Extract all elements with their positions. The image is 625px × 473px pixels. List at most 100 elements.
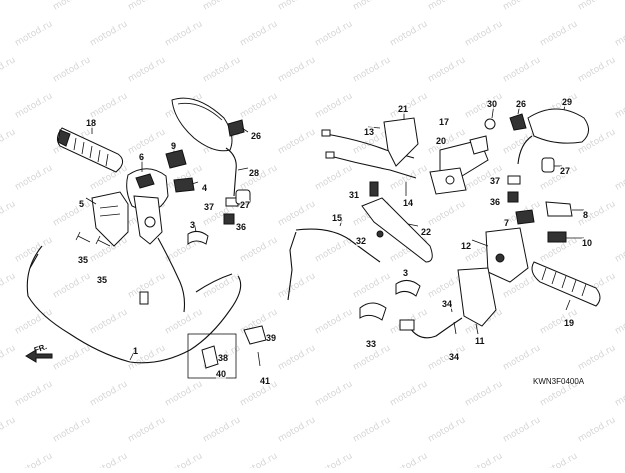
watermark-text: motod.ru [352, 55, 393, 84]
watermark-text: motod.ru [277, 199, 318, 228]
watermark-text: motod.ru [52, 415, 93, 444]
watermark-text: motod.ru [577, 343, 618, 372]
part-callout-28: 28 [249, 168, 259, 178]
watermark-text: motod.ru [464, 451, 505, 468]
watermark-text: motod.ru [14, 379, 55, 408]
watermark-text: motod.ru [314, 163, 355, 192]
connector-right-drawing [400, 320, 414, 330]
part-callout-19: 19 [564, 318, 574, 328]
switch-9-drawing [166, 150, 186, 168]
part-callout-10: 10 [582, 238, 592, 248]
watermark-text: motod.ru [389, 163, 430, 192]
watermark-text: motod.ru [314, 235, 355, 264]
watermark-text: motod.ru [52, 199, 93, 228]
part-callout-34: 34 [449, 352, 459, 362]
nut-37-right-drawing [508, 176, 520, 184]
watermark-text: motod.ru [0, 199, 17, 228]
watermark-text: motod.ru [202, 55, 243, 84]
watermark-text: motod.ru [0, 271, 17, 300]
watermark-text: motod.ru [0, 0, 17, 13]
watermark-text: motod.ru [14, 19, 55, 48]
watermark-text: motod.ru [127, 55, 168, 84]
part-callout-15: 15 [332, 213, 342, 223]
diagram-code: KWN3F0400A [533, 377, 584, 386]
watermark-text: motod.ru [127, 415, 168, 444]
part-callout-14: 14 [403, 198, 413, 208]
watermark-text: motod.ru [52, 55, 93, 84]
watermark-text: motod.ru [502, 343, 543, 372]
switch-7-drawing [516, 210, 534, 224]
watermark-text: motod.ru [427, 415, 468, 444]
watermark-text: motod.ru [0, 343, 17, 372]
part-callout-35: 35 [97, 275, 107, 285]
wire-14-end-drawing [326, 152, 334, 158]
right-switch-drawing [486, 228, 528, 282]
watermark-text: motod.ru [464, 91, 505, 120]
left-cover-drawing [92, 192, 128, 246]
part-callout-31: 31 [349, 190, 359, 200]
watermark-text: motod.ru [239, 19, 280, 48]
watermark-text: motod.ru [164, 451, 205, 468]
part-callout-33: 33 [366, 339, 376, 349]
part-callout-30: 30 [487, 99, 497, 109]
watermark-text: motod.ru [164, 379, 205, 408]
nut-36-right-drawing [508, 192, 518, 202]
part-callout-26: 26 [251, 131, 261, 141]
watermark-text: motod.ru [277, 343, 318, 372]
watermark-text: motod.ru [614, 451, 625, 468]
watermark-text: motod.ru [389, 451, 430, 468]
part-callout-27: 27 [560, 166, 570, 176]
watermark-text: motod.ru [614, 235, 625, 264]
watermark-text: motod.ru [52, 343, 93, 372]
watermark-text: motod.ru [352, 415, 393, 444]
watermark-text: motod.ru [464, 19, 505, 48]
watermark-text: motod.ru [239, 91, 280, 120]
watermark-text: motod.ru [89, 91, 130, 120]
part-callout-41: 41 [260, 376, 270, 386]
nut-36-left-drawing [224, 214, 234, 224]
switch-8-drawing [546, 202, 572, 216]
watermark-text: motod.ru [89, 307, 130, 336]
watermark-text: motod.ru [427, 55, 468, 84]
part-callout-32: 32 [356, 236, 366, 246]
watermark-text: motod.ru [427, 0, 468, 13]
part-callout-8: 8 [583, 210, 588, 220]
watermark-text: motod.ru [314, 91, 355, 120]
watermark-text: motod.ru [502, 415, 543, 444]
watermark-text: motod.ru [0, 55, 17, 84]
part-callout-29: 29 [562, 97, 572, 107]
watermark-text: motod.ru [89, 19, 130, 48]
watermark-text: motod.ru [389, 91, 430, 120]
watermark-text: motod.ru [52, 0, 93, 13]
watermark-text: motod.ru [127, 0, 168, 13]
part-callout-27: 27 [240, 200, 250, 210]
watermark-text: motod.ru [89, 451, 130, 468]
watermark-text: motod.ru [389, 379, 430, 408]
part-callout-6: 6 [139, 152, 144, 162]
bolt-35-a-drawing [76, 232, 90, 242]
watermark-text: motod.ru [314, 307, 355, 336]
part-callout-9: 9 [171, 141, 176, 151]
watermark-text: motod.ru [352, 271, 393, 300]
part-callout-20: 20 [436, 136, 446, 146]
switch-10-drawing [548, 232, 566, 242]
part-callout-37: 37 [490, 176, 500, 186]
part-callout-38: 38 [218, 353, 228, 363]
watermark-text: motod.ru [277, 415, 318, 444]
watermark-text: motod.ru [502, 0, 543, 13]
part-callout-5: 5 [79, 199, 84, 209]
watermark-text: motod.ru [577, 0, 618, 13]
watermark-text: motod.ru [427, 343, 468, 372]
watermark-text: motod.ru [277, 271, 318, 300]
bolt-31-drawing [370, 182, 378, 196]
watermark-text: motod.ru [202, 415, 243, 444]
watermark-text: motod.ru [239, 451, 280, 468]
right-switch-button-drawing [496, 254, 504, 262]
watermark-text: motod.ru [14, 307, 55, 336]
part-callout-39: 39 [266, 333, 276, 343]
part-30-drawing [485, 119, 495, 129]
connector-left-drawing [140, 292, 148, 304]
watermark-text: motod.ru [202, 0, 243, 13]
